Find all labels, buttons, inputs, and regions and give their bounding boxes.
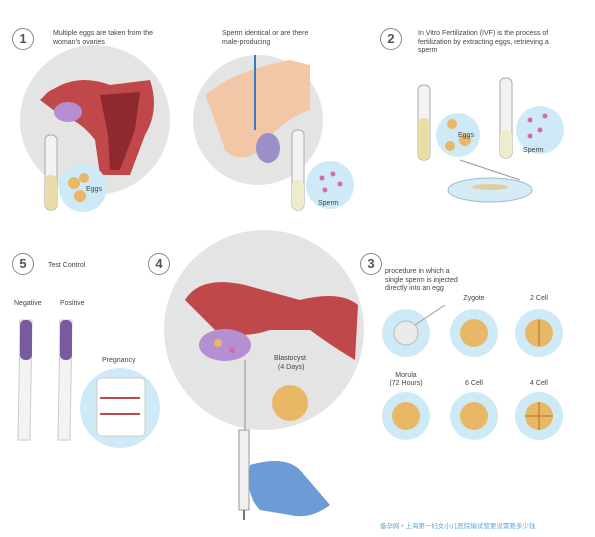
blastocyst-days-label: (4 Days) [278,364,305,371]
syringe [238,429,250,511]
ovary-shape-4 [199,329,251,361]
uterus-shape-4 [185,282,358,360]
step-5-number: 5 [12,253,34,275]
step-2-number: 2 [380,28,402,50]
eggs-bubble-1 [59,164,107,212]
pregnancy-label: Pregnancy [102,357,136,364]
positive-test-cap [60,320,72,360]
step-5-text: Test Control [48,262,86,269]
step-3-text: procedure in which a single sperm is inj… [385,268,458,292]
4cell-label: 4 Cell [530,380,548,387]
morula-hours-label: (72 Hours) [389,380,423,387]
fallopian-tube [43,87,76,100]
step-1-number: 1 [12,28,34,50]
sperm-label-1: Sperm [318,200,339,207]
watermark: 备孕网 • 上海第一妇女小儿医院输试管要没需要多少钱 [380,523,536,530]
step-2-text: In Vitro Fertilization (IVF) is the proc… [418,30,549,54]
eggs-label-2: Eggs [458,132,474,139]
step-1-male-text: Sperm identical or are there male-produc… [222,30,309,46]
pipette [459,159,521,181]
positive-label: Positive [60,300,85,307]
negative-label: Negative [14,300,42,307]
blastocyst-label: Blastocyst [274,355,306,362]
tube-2-fluid [292,180,304,210]
male-body [205,60,310,158]
glove-hand [248,461,330,517]
sperm-label-2: Sperm [523,147,544,154]
2cell-label: 2 Cell [530,295,548,302]
zygote-label: Zygote [463,295,485,302]
tube-1-fluid [45,175,57,210]
step-4-number: 4 [148,253,170,275]
step-3-number: 3 [360,253,382,275]
6cell-label: 6 Cell [465,380,483,387]
uterus-inner [100,92,140,170]
tube-4-fluid [500,130,512,158]
egg-icon [79,173,89,183]
pregnancy-test-window [96,377,146,437]
sperm-bubble-1 [306,161,354,209]
egg-icon [68,177,80,189]
morula-label: Morula [395,372,417,379]
tube-3-fluid [418,118,430,160]
testis [256,133,280,163]
blastocyst-cell [272,385,308,421]
step-1-text: Multiple eggs are taken from the woman's… [53,30,153,46]
eggs-label-1: Eggs [86,186,102,193]
ovary-shape [54,102,82,122]
egg-icon [74,190,86,202]
negative-test-cap [20,320,32,360]
